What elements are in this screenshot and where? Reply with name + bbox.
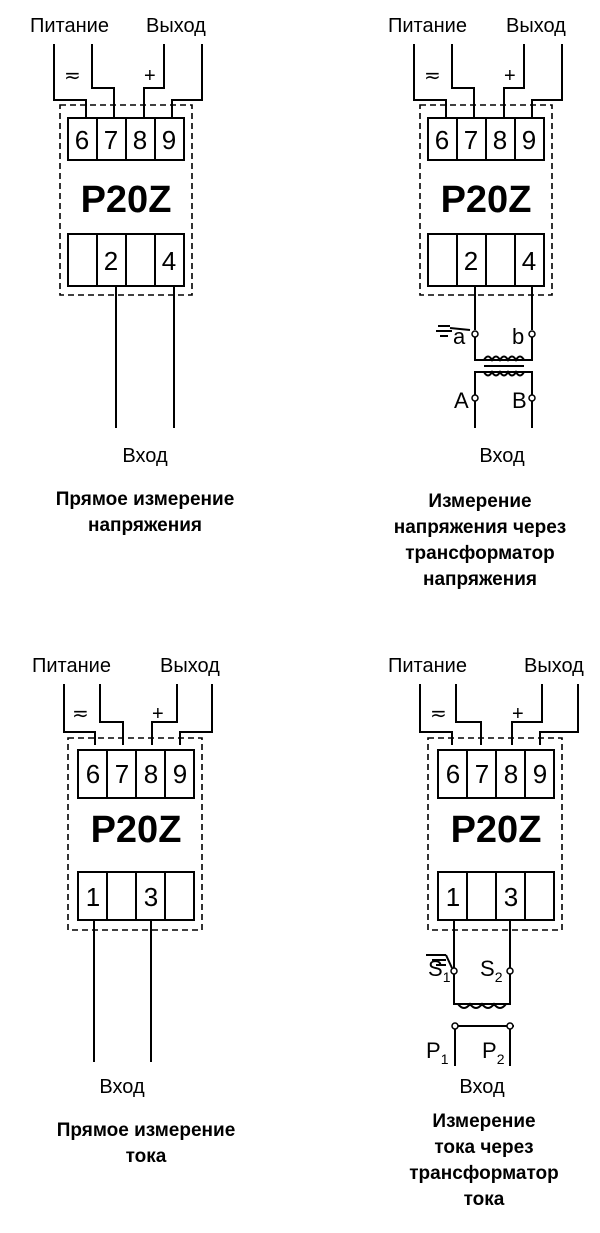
terminal-9: 9	[173, 759, 187, 789]
caption-line-1: Измерение	[428, 491, 531, 512]
terminal-3: 3	[504, 882, 518, 912]
caption-line-1: Измерение	[432, 1111, 535, 1132]
diagram-current-transformer: Питание Выход ≂ + 6 7 8 9 P20Z 1 3 S1 S2	[388, 655, 584, 1210]
model-name: P20Z	[451, 809, 542, 851]
power-label: Питание	[388, 655, 467, 677]
output-wire-1	[151, 684, 178, 745]
pri-label-p1: P1	[426, 1038, 449, 1067]
terminal-1: 1	[446, 882, 460, 912]
power-wire-2	[451, 44, 475, 118]
ac-symbol: ≂	[64, 65, 81, 87]
model-name: P20Z	[441, 179, 532, 221]
output-wire-2	[179, 684, 213, 745]
terminal-9: 9	[162, 125, 176, 155]
power-label: Питание	[32, 655, 111, 677]
caption-line-1: Прямое измерение	[57, 1120, 236, 1141]
ac-symbol: ≂	[72, 703, 89, 725]
ground-icon	[426, 954, 453, 969]
plus-symbol: +	[152, 703, 164, 725]
terminal-2: 2	[464, 246, 478, 276]
power-wire-1	[413, 44, 447, 118]
output-wire-2	[171, 44, 203, 118]
plus-symbol: +	[144, 65, 156, 87]
terminal-9: 9	[533, 759, 547, 789]
plus-symbol: +	[512, 703, 524, 725]
output-wire-2	[539, 684, 579, 745]
output-wire-1	[503, 44, 525, 118]
device-enclosure	[427, 737, 563, 931]
secondary-coil-leads	[474, 337, 533, 361]
plus-symbol: +	[504, 65, 516, 87]
input-label: Вход	[99, 1076, 145, 1098]
secondary-coil	[483, 355, 525, 363]
model-name: P20Z	[91, 809, 182, 851]
primary-coil-leads	[474, 371, 533, 395]
power-wire-2	[99, 684, 124, 745]
power-label: Питание	[388, 15, 467, 37]
terminal-7: 7	[115, 759, 129, 789]
pri-label-B: B	[512, 388, 527, 413]
terminal-1: 1	[86, 882, 100, 912]
power-wire-1	[63, 684, 96, 745]
ct-coil	[457, 1002, 507, 1009]
ac-symbol: ≂	[430, 703, 447, 725]
output-wire-1	[143, 44, 165, 118]
input-label: Вход	[479, 445, 525, 467]
sec-label-s1: S1	[428, 956, 451, 985]
caption-line-2: напряжения через	[394, 517, 566, 538]
caption-line-3: трансформатор	[405, 543, 555, 564]
output-label: Выход	[506, 15, 566, 37]
input-label: Вход	[459, 1076, 505, 1098]
diagram-direct-current: Питание Выход ≂ + 6 7 8 9 P20Z 1 3 Вход …	[32, 655, 235, 1167]
terminal-4: 4	[522, 246, 536, 276]
output-label: Выход	[524, 655, 584, 677]
terminal-7: 7	[464, 125, 478, 155]
terminal-3: 3	[144, 882, 158, 912]
diagram-voltage-transformer: Питание Выход ≂ + 6 7 8 9 P20Z 2 4 a b	[388, 15, 566, 590]
device-enclosure	[59, 104, 193, 296]
pri-label-p2: P2	[482, 1038, 505, 1067]
pri-label-A: A	[454, 388, 469, 413]
caption-line-2: напряжения	[88, 515, 202, 536]
terminal-6: 6	[86, 759, 100, 789]
caption-line-4: тока	[464, 1189, 505, 1210]
terminal-6: 6	[75, 125, 89, 155]
device-enclosure	[419, 104, 553, 296]
terminal-7: 7	[104, 125, 118, 155]
sec-label-b: b	[512, 324, 524, 349]
caption-line-3: трансформатор	[409, 1163, 559, 1184]
terminal-8: 8	[144, 759, 158, 789]
terminal-9: 9	[522, 125, 536, 155]
model-name: P20Z	[81, 179, 172, 221]
terminal-7: 7	[475, 759, 489, 789]
device-enclosure	[67, 737, 203, 931]
terminal-6: 6	[446, 759, 460, 789]
terminal-8: 8	[133, 125, 147, 155]
terminal-6: 6	[435, 125, 449, 155]
ground-icon	[436, 325, 471, 337]
terminal-4: 4	[162, 246, 176, 276]
output-wire-2	[531, 44, 563, 118]
input-label: Вход	[122, 445, 168, 467]
power-wire-1	[53, 44, 87, 118]
caption-line-4: напряжения	[423, 569, 537, 590]
terminal-8: 8	[504, 759, 518, 789]
caption-line-2: тока	[126, 1146, 167, 1167]
terminal-2: 2	[104, 246, 118, 276]
power-wire-2	[455, 684, 482, 745]
primary-coil	[483, 369, 525, 377]
diagram-direct-voltage: Питание Выход ≂ + 6 7 8 9 P20Z 2 4 Вход …	[30, 15, 234, 536]
caption-line-1: Прямое измерение	[56, 489, 235, 510]
power-label: Питание	[30, 15, 109, 37]
sec-label-s2: S2	[480, 956, 503, 985]
output-label: Выход	[146, 15, 206, 37]
terminal-8: 8	[493, 125, 507, 155]
ac-symbol: ≂	[424, 65, 441, 87]
output-wire-1	[511, 684, 543, 745]
output-label: Выход	[160, 655, 220, 677]
caption-line-2: тока через	[434, 1137, 533, 1158]
power-wire-2	[91, 44, 115, 118]
